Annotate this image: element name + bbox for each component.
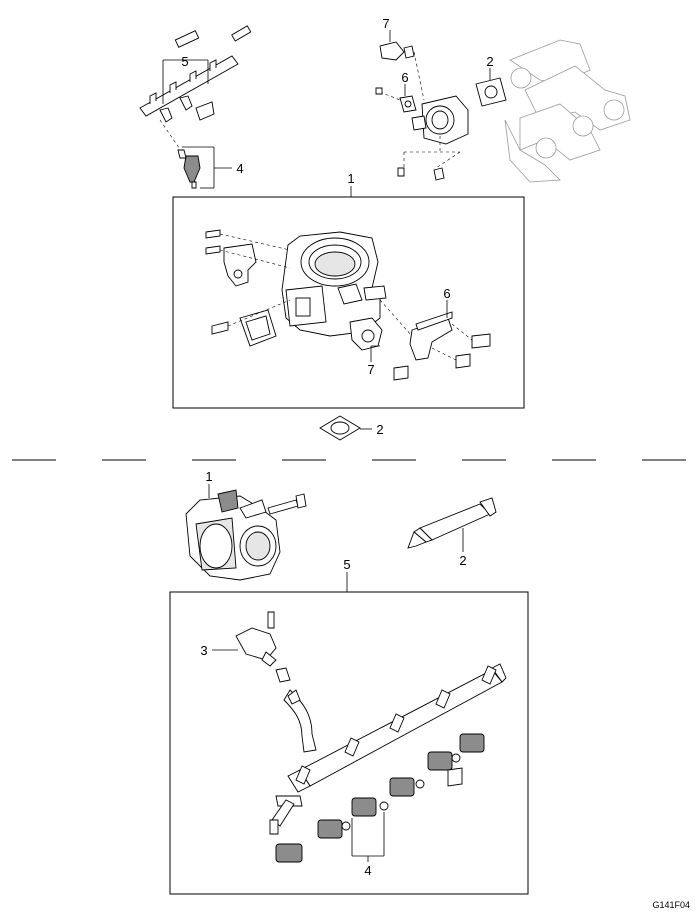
callout-gasket-loose: 2	[376, 422, 383, 437]
intake-manifold	[504, 39, 631, 183]
throttle-body-bottom	[185, 484, 307, 581]
callout-sensor-box: 6	[443, 286, 450, 301]
callout-throttle-body: 1	[205, 469, 212, 484]
fuel-rail-box	[169, 591, 529, 895]
throttle-body-top	[397, 95, 469, 181]
throttle-assembly-box	[172, 196, 525, 409]
callout-valve-top: 7	[382, 16, 389, 31]
callout-throttle-assy: 1	[347, 171, 354, 186]
fuel-rail-top	[139, 25, 252, 123]
fuel-rail-assembly	[212, 611, 507, 863]
o-ring-row	[341, 753, 461, 831]
callout-gasket-top: 2	[486, 54, 493, 69]
sealant-tube	[407, 497, 497, 552]
injector-top	[159, 119, 232, 189]
callout-valve-box: 7	[367, 362, 374, 377]
callout-sealant: 2	[459, 553, 466, 568]
sensor-top	[375, 84, 417, 113]
callout-injector-top: 4	[236, 161, 243, 176]
callout-injector-set: 4	[364, 863, 371, 878]
callout-fuel-rail-top: 5	[181, 54, 188, 69]
callout-regulator: 3	[200, 643, 207, 658]
figure-code: G141F04	[652, 900, 690, 910]
injector-row	[275, 733, 485, 863]
callout-rail-assy: 5	[343, 557, 350, 572]
rail-brackets	[295, 665, 497, 785]
gasket-loose	[319, 415, 372, 441]
callout-sensor-top: 6	[401, 70, 408, 85]
gasket-top	[475, 68, 507, 107]
valve-top	[379, 30, 425, 101]
throttle-assembly-detail	[205, 229, 491, 381]
